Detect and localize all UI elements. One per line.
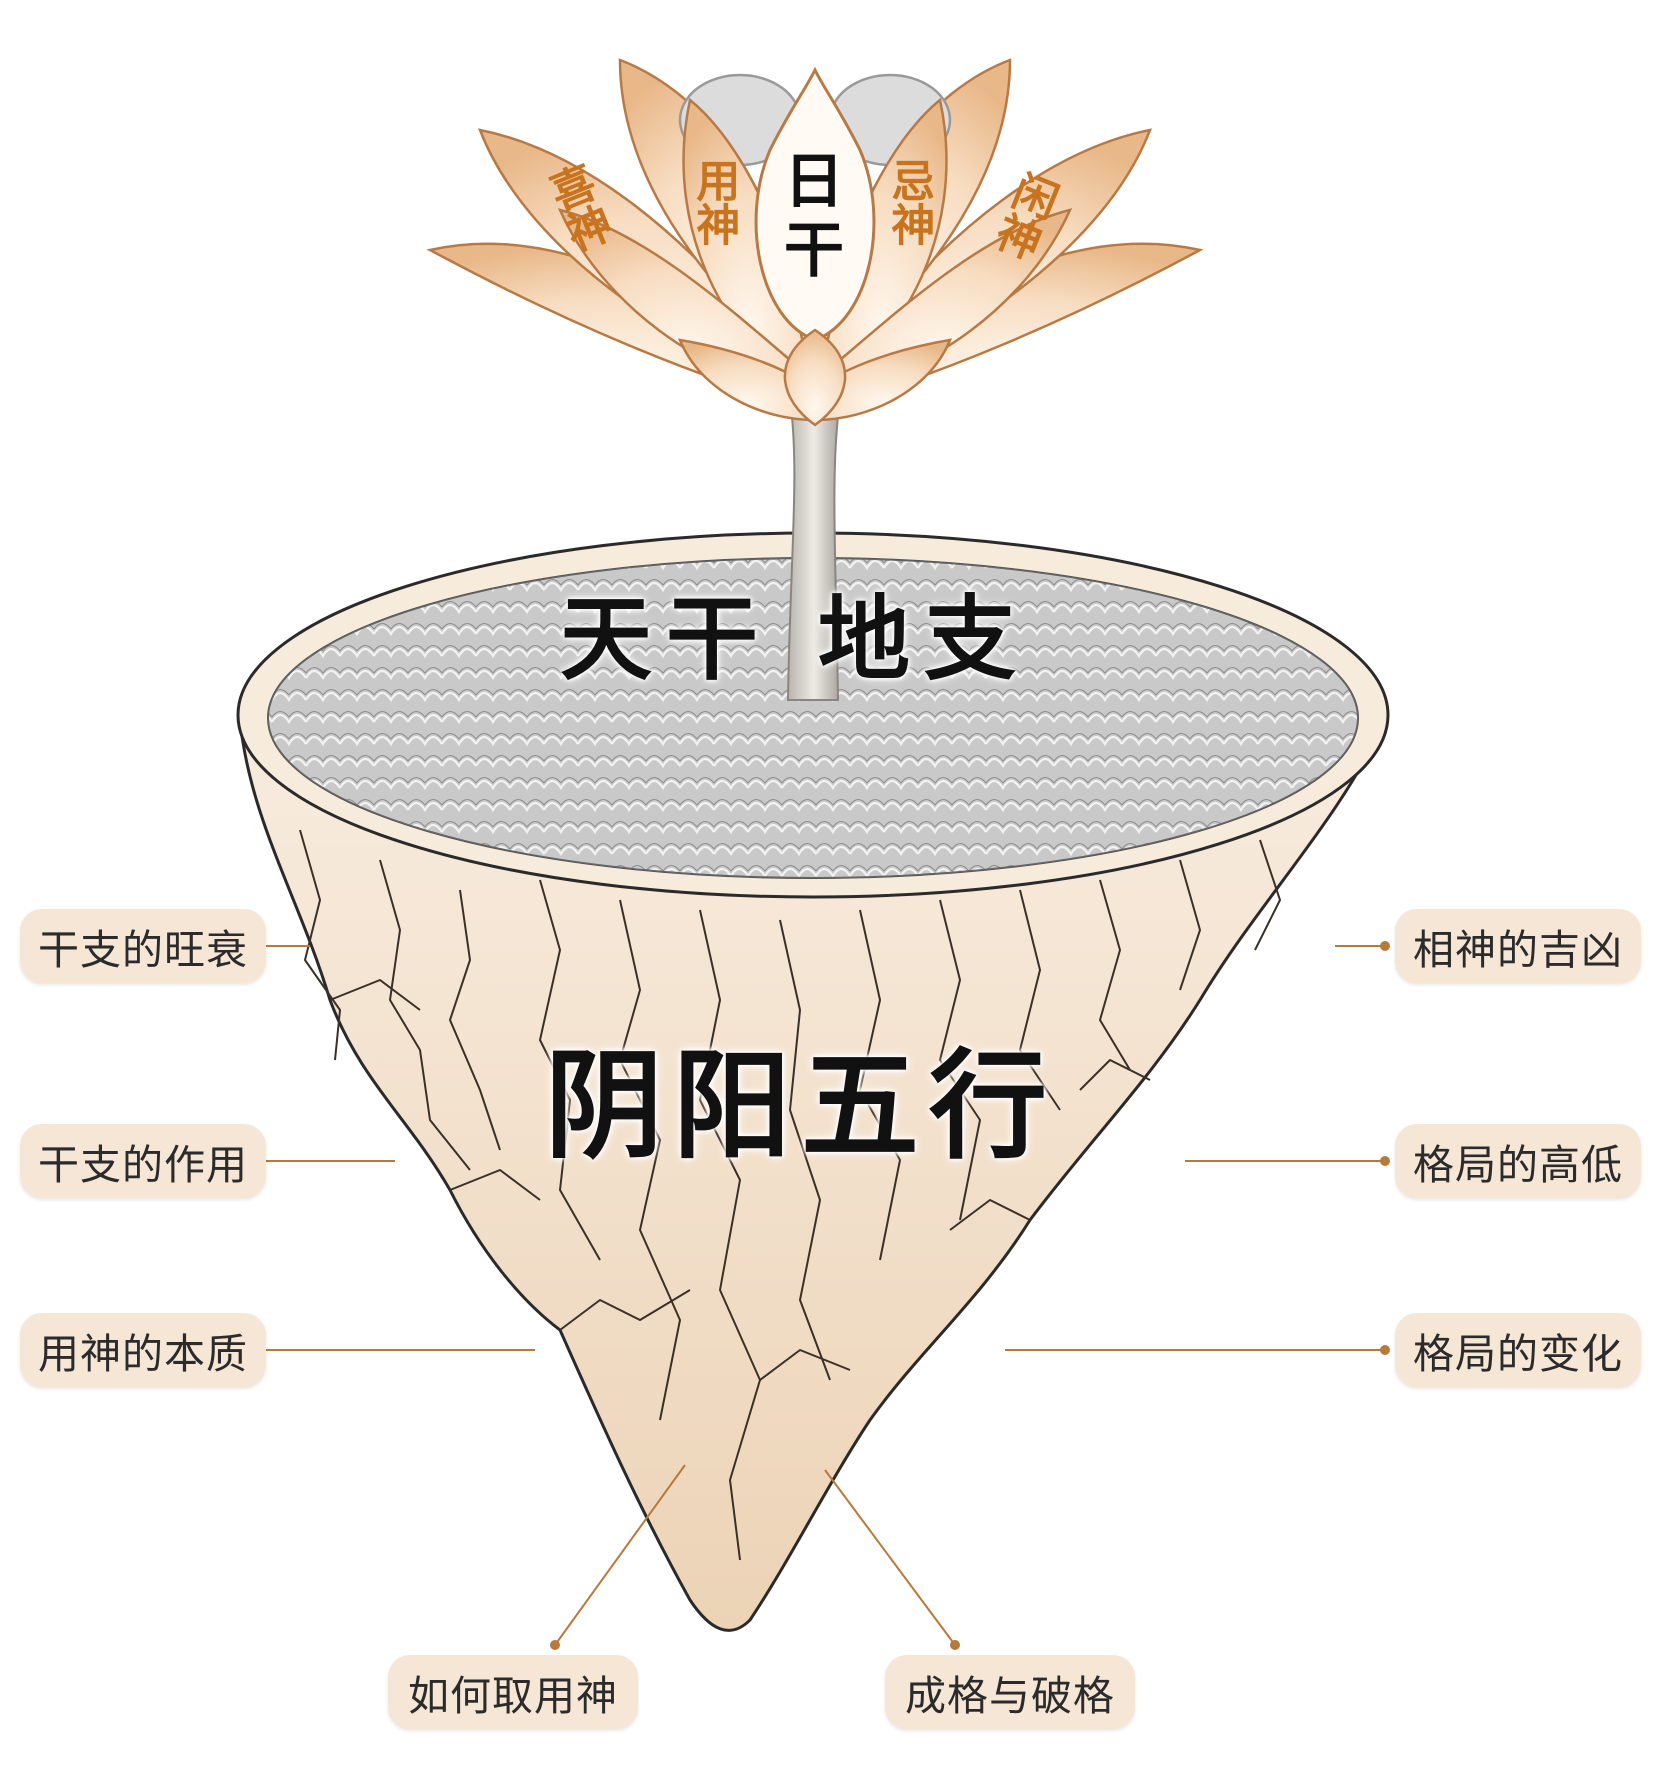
label-xiang-shen-ji-xiong: 相神的吉凶 <box>1395 909 1641 983</box>
label-cheng-ge-yu-po-ge: 成格与破格 <box>885 1655 1135 1729</box>
lotus-stem <box>786 399 842 701</box>
title-tian-gan-di-zhi: 天干 地支 <box>560 585 1031 693</box>
gan-char: 干 <box>784 216 844 286</box>
ji-shen-text: 忌神 <box>883 158 935 246</box>
petal-label-yong-shen: 用神 <box>688 158 740 246</box>
label-ru-he-qu-yong-shen: 如何取用神 <box>388 1655 638 1729</box>
petal-label-ji-shen: 忌神 <box>883 158 935 246</box>
label-ge-ju-gao-di: 格局的高低 <box>1395 1124 1641 1198</box>
label-gan-zhi-zuo-yong: 干支的作用 <box>20 1124 266 1198</box>
rock-crevices <box>299 829 1281 1561</box>
lotus-flower <box>426 58 1204 427</box>
ri-char: 日 <box>784 147 844 217</box>
center-petal-ri-gan: 日 干 <box>784 148 844 286</box>
label-ge-ju-bian-hua: 格局的变化 <box>1395 1313 1641 1387</box>
label-gan-zhi-wang-shuai: 干支的旺衰 <box>20 909 266 983</box>
title-yin-yang-wu-xing: 阴阳五行 <box>545 1036 1058 1175</box>
label-yong-shen-ben-zhi: 用神的本质 <box>20 1313 266 1387</box>
yong-shen-text: 用神 <box>688 158 740 246</box>
